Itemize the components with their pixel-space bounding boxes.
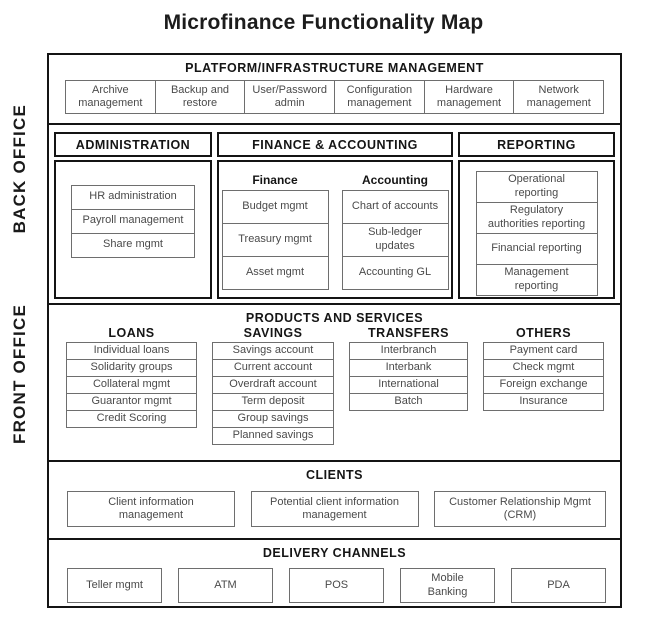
subcolumn-accounting: Accounting Chart of accounts Sub-ledger … [341,172,449,298]
platform-item: Hardware management [423,80,515,114]
section-header: PLATFORM/INFRASTRUCTURE MANAGEMENT [185,61,484,75]
section-delivery-channels: DELIVERY CHANNELS Teller mgmt ATM POS Mo… [49,538,620,606]
delivery-item-row: Teller mgmt ATM POS Mobile Banking PDA [67,568,606,603]
transfers-item: Interbank [349,359,468,377]
delivery-item: ATM [178,568,273,603]
column-finance-accounting: FINANCE & ACCOUNTING Finance Budget mgmt… [217,131,453,299]
transfers-item: International [349,376,468,394]
others-item: Insurance [483,393,604,411]
platform-item-row: Archive management Backup and restore Us… [65,80,605,114]
section-header: DELIVERY CHANNELS [262,546,407,560]
clients-item: Customer Relationship Mgmt (CRM) [434,491,606,527]
administration-item-stack: HR administration Payroll management Sha… [71,184,195,258]
delivery-item: Teller mgmt [67,568,162,603]
others-item: Payment card [483,342,604,360]
platform-item: Configuration management [334,80,425,114]
loans-item: Guarantor mgmt [66,393,197,411]
platform-item: Network management [513,80,605,114]
column-reporting: REPORTING Operational reporting Regulato… [458,131,615,299]
column-loans: LOANS Individual loans Solidarity groups… [66,326,197,445]
transfers-item: Interbranch [349,342,468,360]
column-savings: SAVINGS Savings account Current account … [212,326,334,445]
administration-item: Payroll management [71,208,195,234]
column-administration: ADMINISTRATION HR administration Payroll… [54,131,212,299]
reporting-item: Management reporting [475,263,598,296]
column-title: OTHERS [515,326,572,340]
functionality-map-frame: PLATFORM/INFRASTRUCTURE MANAGEMENT Archi… [47,53,622,608]
delivery-item: PDA [511,568,606,603]
delivery-item: Mobile Banking [400,568,495,603]
loans-item: Collateral mgmt [66,376,197,394]
subcolumn-title: Finance [252,172,298,187]
side-label-back-office: BACK OFFICE [10,104,29,234]
others-item: Check mgmt [483,359,604,377]
column-body: HR administration Payroll management Sha… [54,159,212,299]
delivery-item: POS [289,568,384,603]
section-products-services: PRODUCTS AND SERVICES LOANS Individual l… [49,303,620,460]
section-clients: CLIENTS Client information management Po… [49,460,620,538]
finance-item: Budget mgmt [221,189,329,224]
transfers-item: Batch [349,393,468,411]
others-item: Foreign exchange [483,376,604,394]
clients-item: Potential client information management [250,491,419,527]
finance-item: Treasury mgmt [221,222,329,257]
reporting-item: Regulatory authorities reporting [475,201,598,234]
column-title: LOANS [108,326,155,340]
platform-item: User/Password admin [244,80,336,114]
accounting-item: Sub-ledger updates [341,222,449,257]
administration-item: HR administration [71,184,195,210]
section-header: CLIENTS [306,468,363,482]
platform-item: Backup and restore [154,80,246,114]
column-header: REPORTING [458,131,615,157]
reporting-item-stack: Operational reporting Regulatory authori… [475,170,598,296]
column-body: Finance Budget mgmt Treasury mgmt Asset … [217,159,453,299]
finance-item: Asset mgmt [221,255,329,290]
savings-item: Overdraft account [212,376,334,394]
clients-item-row: Client information management Potential … [67,491,606,527]
subcolumn-finance: Finance Budget mgmt Treasury mgmt Asset … [221,172,329,298]
column-header: FINANCE & ACCOUNTING [217,131,453,157]
clients-item: Client information management [67,491,235,527]
section-platform-infrastructure: PLATFORM/INFRASTRUCTURE MANAGEMENT Archi… [49,55,620,123]
reporting-item: Operational reporting [475,170,598,203]
products-columns: LOANS Individual loans Solidarity groups… [66,326,604,445]
loans-item: Individual loans [66,342,197,360]
administration-item: Share mgmt [71,232,195,258]
column-title: SAVINGS [243,326,303,340]
accounting-item: Accounting GL [341,255,449,290]
savings-item: Group savings [212,410,334,428]
section-header: PRODUCTS AND SERVICES [245,311,424,325]
savings-item: Planned savings [212,427,334,445]
savings-item: Savings account [212,342,334,360]
savings-item: Term deposit [212,393,334,411]
section-back-office-functions: ADMINISTRATION HR administration Payroll… [49,123,620,303]
page-title: Microfinance Functionality Map [163,11,484,34]
reporting-item: Financial reporting [475,232,598,265]
loans-item: Solidarity groups [66,359,197,377]
column-transfers: TRANSFERS Interbranch Interbank Internat… [349,326,468,445]
accounting-item: Chart of accounts [341,189,449,224]
platform-item: Archive management [65,80,156,114]
loans-item: Credit Scoring [66,410,197,428]
column-header: ADMINISTRATION [54,131,212,157]
column-title: TRANSFERS [368,326,449,340]
subcolumn-title: Accounting [362,172,428,187]
savings-item: Current account [212,359,334,377]
column-body: Operational reporting Regulatory authori… [458,159,615,299]
column-others: OTHERS Payment card Check mgmt Foreign e… [483,326,604,445]
side-label-front-office: FRONT OFFICE [10,304,29,444]
